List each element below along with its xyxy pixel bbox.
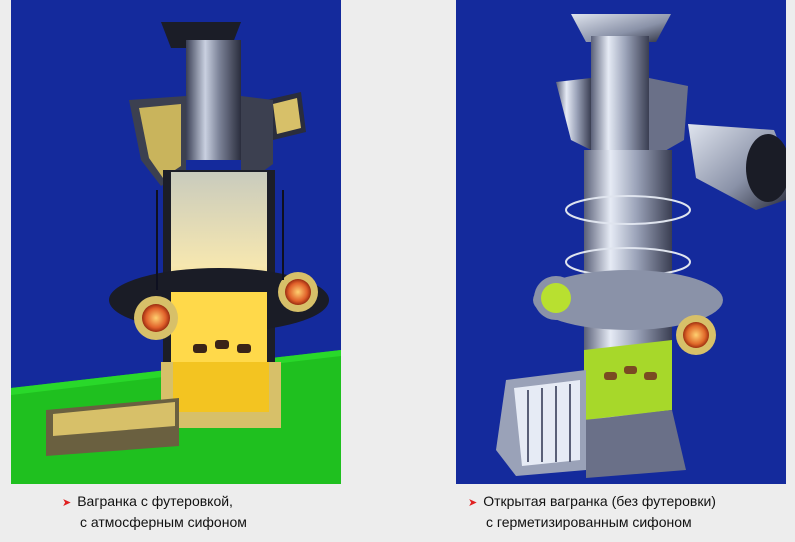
tuyeres	[193, 340, 251, 353]
caption-open-cupola: ➤ Открытая вагранка (без футеровки) с гер…	[468, 492, 716, 532]
open-cupola-image	[456, 0, 786, 484]
caption-line-2: с атмосферным сифоном	[80, 514, 247, 530]
upper-stack	[186, 40, 241, 160]
caption-line-1: Открытая вагранка (без футеровки)	[483, 493, 716, 509]
bullet-arrow-icon: ➤	[468, 497, 478, 509]
caption-lined-cupola: ➤ Вагранка с футеровкой, с атмосферным си…	[62, 492, 247, 532]
wind-box	[533, 270, 723, 330]
hearth	[584, 340, 672, 420]
caption-line-2: с герметизированным сифоном	[486, 514, 692, 530]
caption-line-1: Вагранка с футеровкой,	[77, 493, 233, 509]
open-cupola-illustration	[496, 14, 786, 478]
lined-cupola-illustration	[11, 22, 341, 484]
lined-cupola-image	[11, 0, 341, 484]
charging-hopper	[571, 14, 671, 42]
bullet-arrow-icon: ➤	[62, 497, 72, 509]
tuyeres	[604, 366, 657, 380]
